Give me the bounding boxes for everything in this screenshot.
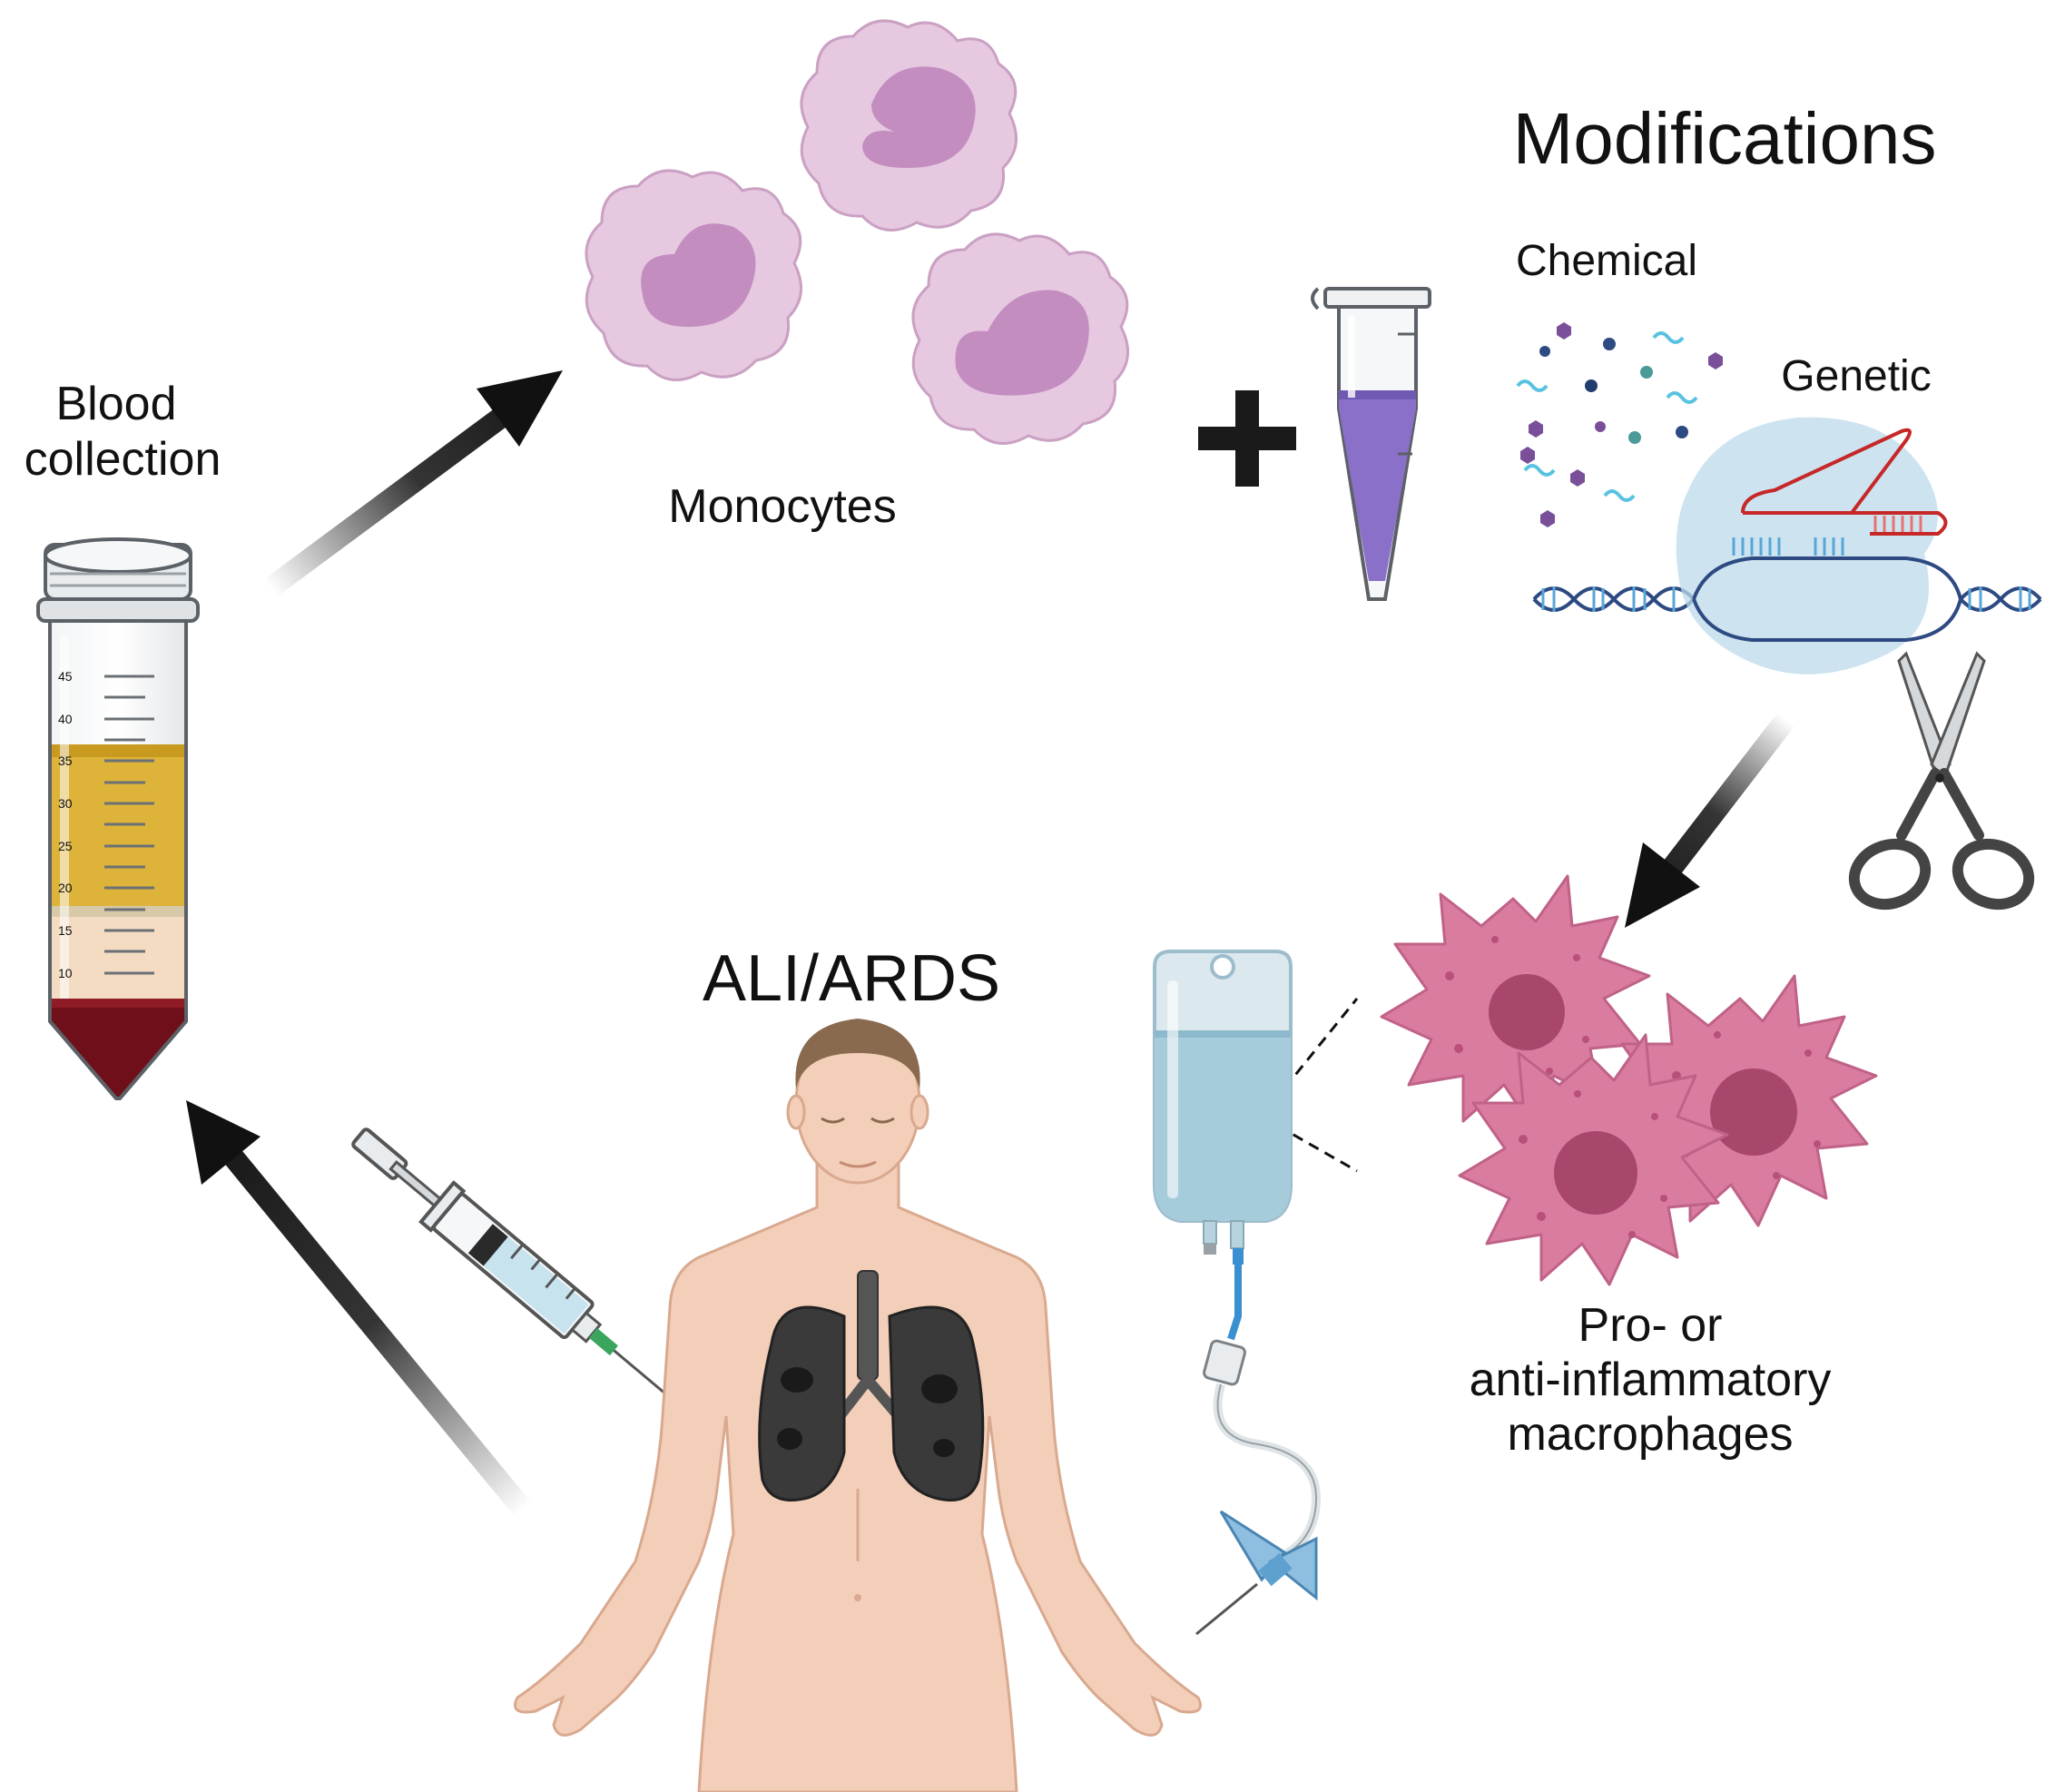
iv-bag [1153,950,1322,1636]
monocyte-cell [911,232,1130,445]
blood-collection-label: Blood [56,378,177,430]
macrophages-label: anti-inflammatory [1470,1354,1832,1406]
chemical-label: Chemical [1516,237,1697,285]
tube-scale-label: 40 [58,712,73,726]
chemical-molecules [1516,322,1723,527]
tube-scale-label: 45 [58,669,73,684]
macrophages-cluster [1380,874,1878,1286]
monocyte-cell [800,19,1018,231]
tube-scale-label: 15 [58,923,73,938]
lungs-icon [758,1270,985,1502]
crispr-complex-icon [1532,417,2042,674]
genetic-label: Genetic [1781,352,1931,400]
scissors-icon [1848,651,2035,911]
syringe-icon [351,1127,683,1409]
blood-collection-tube: 45 40 35 30 25 20 15 10 [36,537,200,1100]
monocyte-cell [585,169,803,381]
plus-icon [1198,390,1296,487]
tube-scale-label: 10 [58,966,73,980]
arrow-to-monocytes [261,370,563,599]
ali-ards-label: ALI/ARDS [703,942,1000,1015]
macrophages-label: macrophages [1507,1408,1793,1461]
tube-scale-label: 30 [58,796,73,811]
macrophage-cell [1380,874,1651,1127]
tube-scale-label: 35 [58,753,73,768]
reagent-tube [1311,287,1431,601]
patient-figure [514,1019,1202,1792]
modifications-heading: Modifications [1513,98,1937,179]
blood-collection-label: collection [25,433,221,486]
arrow-to-blood-collection [186,1100,534,1519]
tube-scale-label: 25 [58,839,73,853]
macrophage-cell [1458,1033,1729,1286]
monocytes-label: Monocytes [668,480,896,533]
tube-scale-label: 20 [58,881,73,895]
monocytes-cluster [585,19,1130,445]
macrophages-label: Pro- or [1578,1299,1723,1352]
arrow-to-macrophages [1625,712,1795,928]
